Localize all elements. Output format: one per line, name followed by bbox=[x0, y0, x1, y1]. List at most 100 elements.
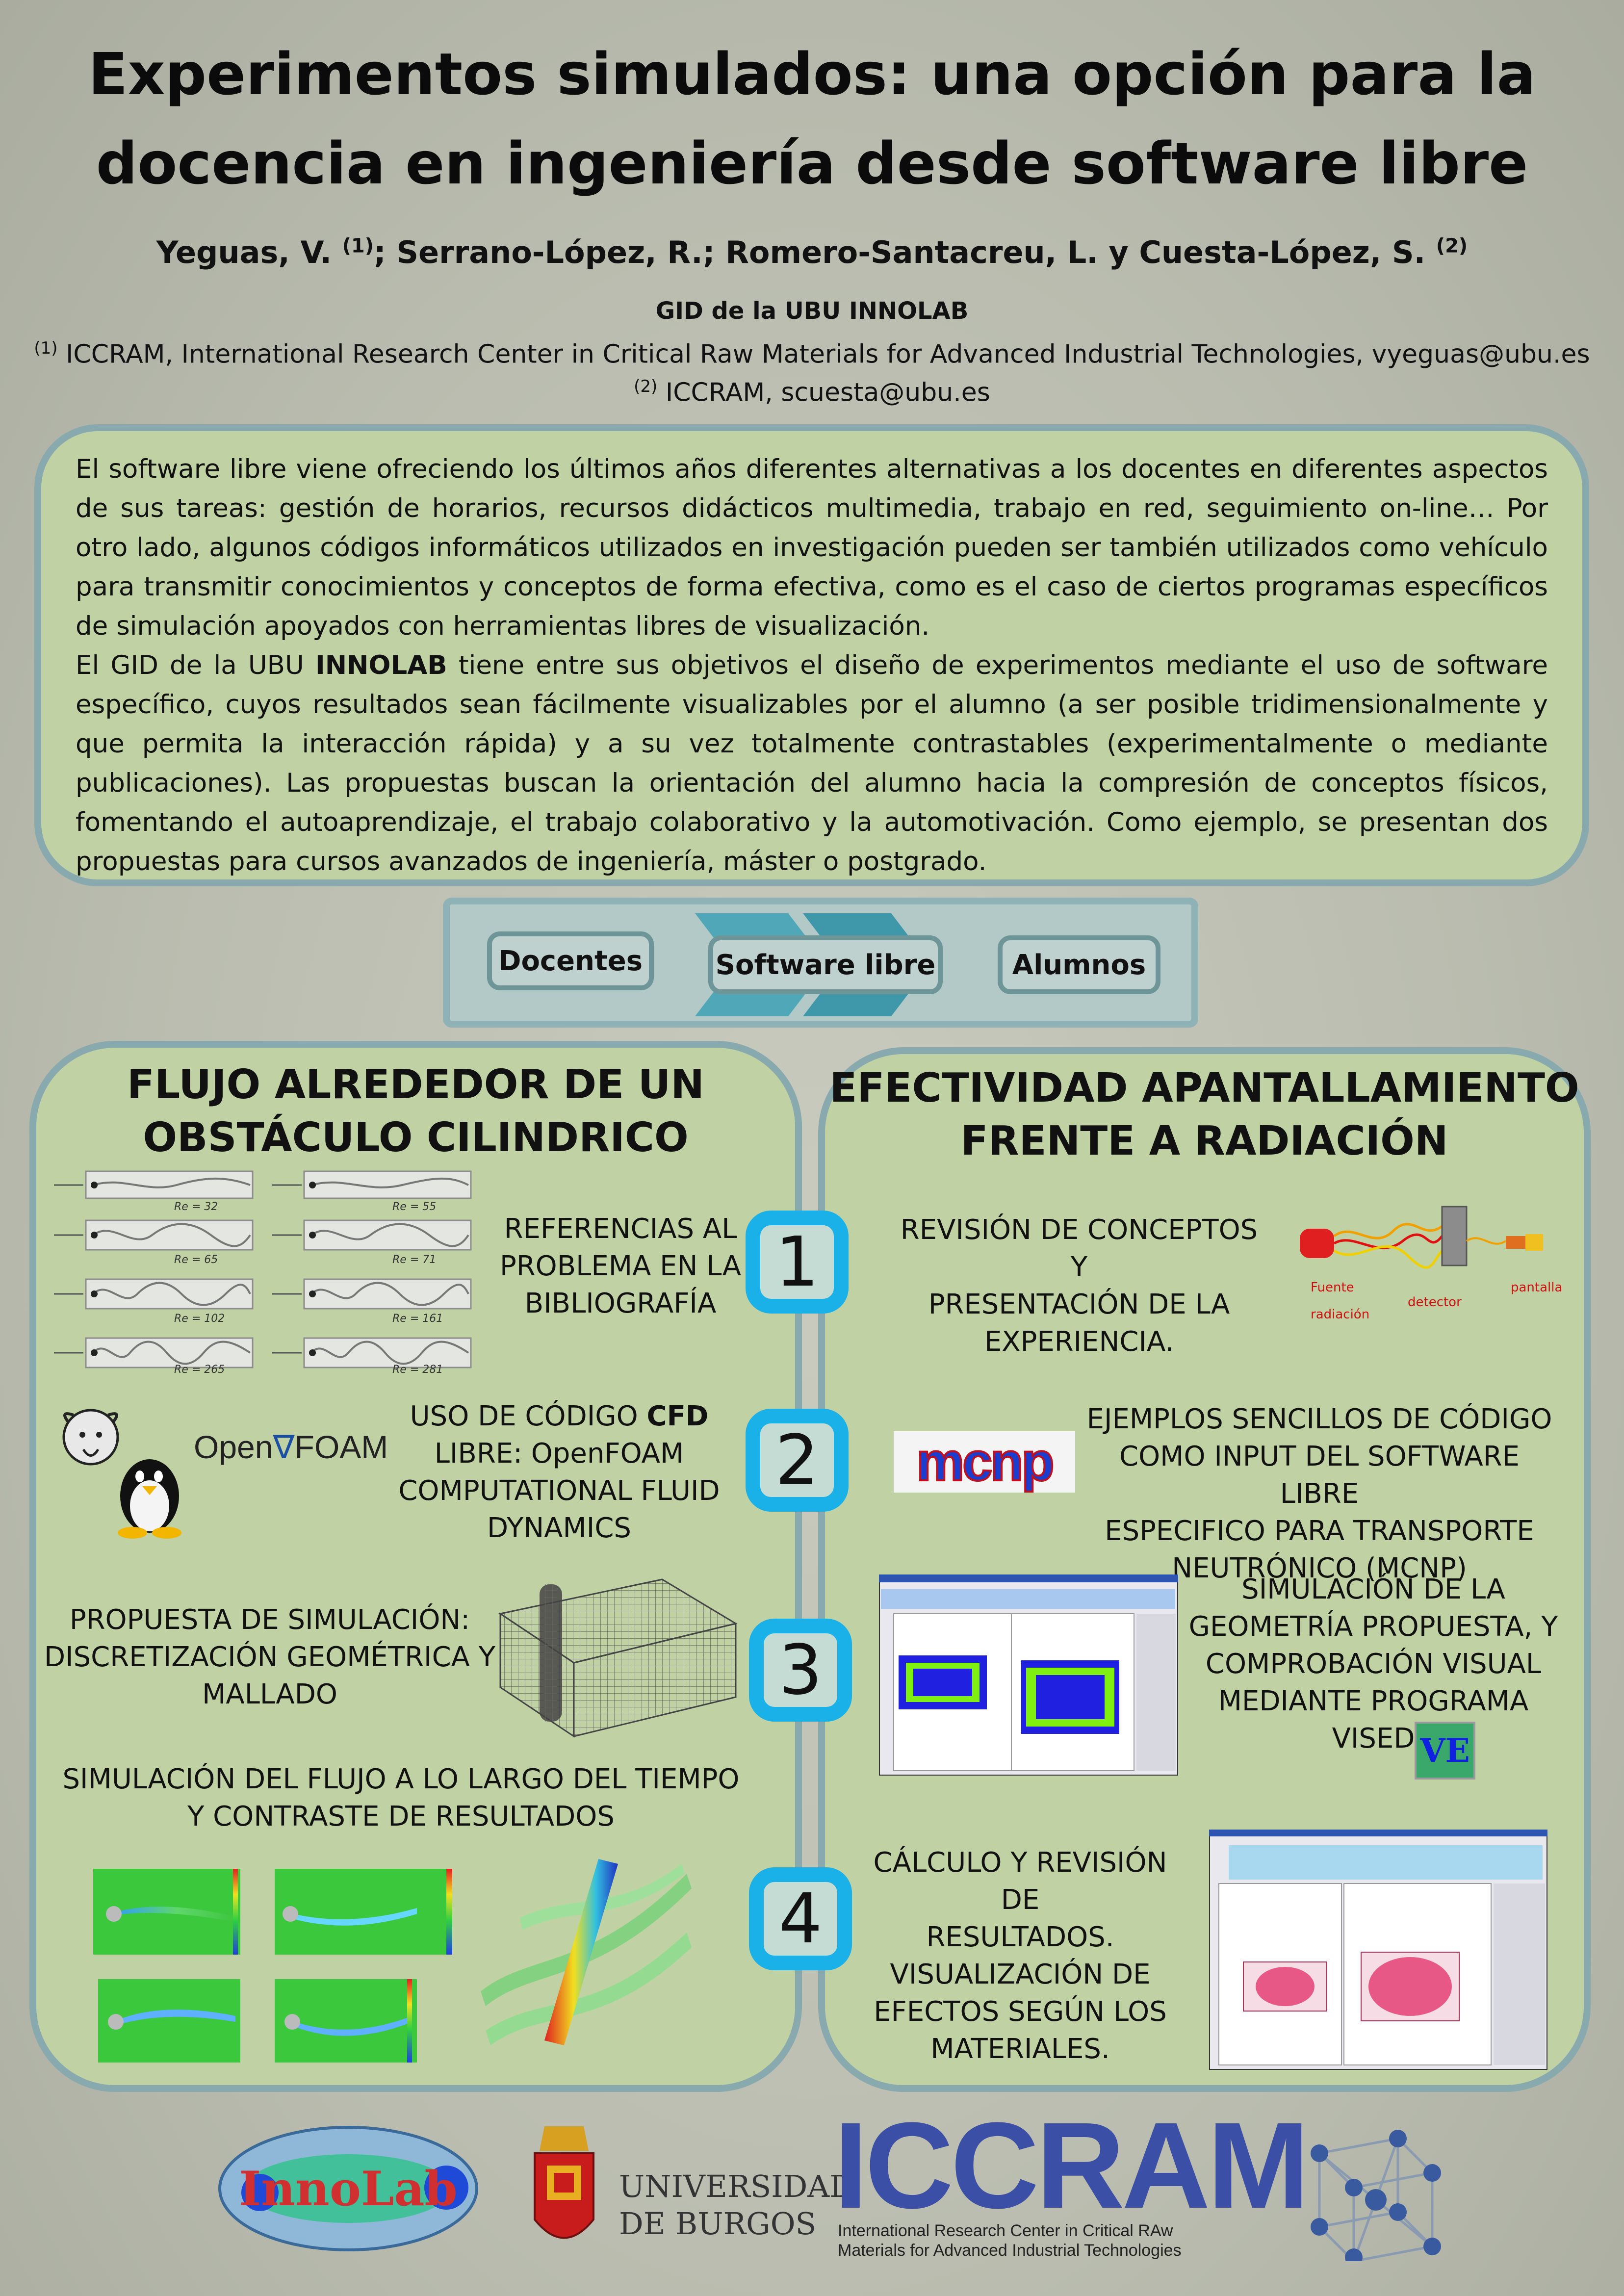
left-s3-line-1: PROPUESTA DE SIMULACIÓN: bbox=[69, 1604, 470, 1636]
right-s1-line-3: EXPERIENCIA. bbox=[984, 1326, 1174, 1358]
affiliation-2-text: ICCRAM, scuesta@ubu.es bbox=[665, 378, 990, 408]
right-panel-title: EFECTIVIDAD APANTALLAMIENTO FRENTE A RAD… bbox=[818, 1062, 1591, 1168]
abstract-p2-post: tiene entre sus objetivos el diseño de e… bbox=[76, 650, 1548, 877]
left-s2-line-2: LIBRE: OpenFOAM bbox=[434, 1438, 684, 1470]
left-s3-line-3: MALLADO bbox=[202, 1678, 337, 1710]
right-step-3-text: SIMULACIÓN DE LA GEOMETRÍA PROPUESTA, Y … bbox=[1182, 1571, 1565, 1757]
iccram-sub-2: Materials for Advanced Industrial Techno… bbox=[838, 2241, 1182, 2260]
right-s2-line-3: ESPECIFICO PARA TRANSPORTE bbox=[1105, 1515, 1534, 1547]
right-s4-line-3: VISUALIZACIÓN DE bbox=[890, 1959, 1151, 1990]
ubu-line-1: UNIVERSIDAD bbox=[619, 2168, 854, 2204]
right-step-1-text: REVISIÓN DE CONCEPTOS Y PRESENTACIÓN DE … bbox=[888, 1212, 1270, 1361]
author-1: Yeguas, V. bbox=[156, 234, 332, 270]
left-step-1-text: REFERENCIAS AL PROBLEMA EN LA BIBLIOGRAF… bbox=[490, 1211, 750, 1322]
results-screenshot bbox=[1209, 1830, 1547, 2070]
innolab-logo-text: InnoLab bbox=[239, 2161, 458, 2217]
right-title-line-2: FRENTE A RADIACIÓN bbox=[960, 1118, 1448, 1164]
label-pantalla: pantalla bbox=[1511, 1280, 1563, 1295]
flow-box-alumnos: Alumnos bbox=[998, 935, 1160, 994]
right-step-4-text: CÁLCULO Y REVISIÓN DE RESULTADOS. VISUAL… bbox=[873, 1844, 1167, 2068]
research-group: GID de la UBU INNOLAB bbox=[655, 297, 969, 325]
flow-diagram: Docentes Software libre Alumnos bbox=[443, 898, 1198, 1028]
re-label-6: Re = 161 bbox=[392, 1313, 443, 1325]
openfoam-text-1: Open bbox=[194, 1429, 273, 1465]
right-s3-line-4: MEDIANTE PROGRAMA bbox=[1218, 1685, 1529, 1717]
iccram-logo-text: ICCRAM bbox=[834, 2097, 1310, 2234]
right-s3-line-2: GEOMETRÍA PROPUESTA, Y bbox=[1188, 1611, 1558, 1643]
flow-box-docentes: Docentes bbox=[487, 931, 654, 990]
left-s2-l1-pre: USO DE CÓDIGO bbox=[410, 1400, 647, 1432]
left-step-4-text: SIMULACIÓN DEL FLUJO A LO LARGO DEL TIEM… bbox=[44, 1761, 758, 1835]
right-s2-line-1: EJEMPLOS SENCILLOS DE CÓDIGO bbox=[1086, 1403, 1552, 1435]
right-s2-line-4: NEUTRÓNICO (MCNP) bbox=[1172, 1552, 1467, 1584]
label-detector: detector bbox=[1408, 1295, 1462, 1310]
right-s4-line-5: MATERIALES. bbox=[930, 2033, 1110, 2065]
nabla-icon: ∇ bbox=[273, 1429, 295, 1465]
abstract-paragraph-1: El software libre viene ofreciendo los ú… bbox=[76, 454, 1548, 641]
label-radiacion: radiación bbox=[1311, 1307, 1370, 1322]
label-fuente: Fuente bbox=[1311, 1280, 1354, 1295]
right-s2-line-2: COMO INPUT DEL SOFTWARE LIBRE bbox=[1119, 1441, 1520, 1510]
gnu-tux-icon bbox=[62, 1409, 181, 1539]
step-badge-3: 3 bbox=[749, 1619, 852, 1722]
vised-logo-icon: VE bbox=[1415, 1722, 1475, 1780]
author-1-sup: (1) bbox=[342, 234, 374, 258]
left-s4-line-2: Y CONTRASTE DE RESULTADOS bbox=[187, 1801, 615, 1832]
authors: Yeguas, V. (1); Serrano-López, R.; Romer… bbox=[0, 234, 1624, 270]
crystal-lattice-icon bbox=[1311, 2130, 1441, 2261]
poster-title: Experimentos simulados: una opción para … bbox=[0, 29, 1624, 208]
radiation-setup-diagram bbox=[1300, 1206, 1543, 1269]
left-s2-line-3: COMPUTATIONAL FLUID bbox=[398, 1475, 720, 1507]
affiliation-2: (2) ICCRAM, scuesta@ubu.es bbox=[0, 377, 1624, 407]
step-badge-1: 1 bbox=[746, 1211, 849, 1314]
right-s3-line-3: COMPROBACIÓN VISUAL bbox=[1205, 1648, 1542, 1680]
vortex-street-figures bbox=[54, 1170, 472, 1368]
mesh-figure bbox=[498, 1578, 738, 1738]
re-labels: Re = 32 Re = 55 Re = 65 Re = 71 Re = 102… bbox=[49, 1166, 481, 1377]
abstract-paragraph-2: El GID de la UBU INNOLAB tiene entre sus… bbox=[76, 646, 1548, 881]
authors-rest: ; Serrano-López, R.; Romero-Santacreu, L… bbox=[374, 234, 1426, 270]
left-s1-line-2: PROBLEMA EN LA bbox=[499, 1250, 742, 1282]
re-label-3: Re = 65 bbox=[174, 1254, 218, 1266]
authors-rest-sup: (2) bbox=[1436, 234, 1468, 258]
right-s1-line-1: REVISIÓN DE CONCEPTOS Y bbox=[900, 1214, 1258, 1283]
ubu-logo-text: UNIVERSIDAD DE BURGOS bbox=[619, 2168, 854, 2243]
left-title-line-1: FLUJO ALREDEDOR DE UN bbox=[127, 1061, 704, 1108]
openfoam-text-2: FOAM bbox=[294, 1429, 388, 1465]
left-panel-title: FLUJO ALREDEDOR DE UN OBSTÁCULO CILINDRI… bbox=[29, 1058, 802, 1164]
affiliation-1: (1) ICCRAM, International Research Cente… bbox=[0, 338, 1624, 369]
left-title-line-2: OBSTÁCULO CILINDRICO bbox=[143, 1114, 689, 1161]
right-s3-line-1: SIMULACIÓN DE LA bbox=[1241, 1574, 1505, 1605]
step-badge-2: 2 bbox=[746, 1409, 849, 1512]
left-s3-line-2: DISCRETIZACIÓN GEOMÉTRICA Y bbox=[44, 1641, 495, 1673]
left-s4-line-1: SIMULACIÓN DEL FLUJO A LO LARGO DEL TIEM… bbox=[62, 1763, 740, 1795]
iccram-sub-1: International Research Center in Critica… bbox=[838, 2221, 1173, 2240]
affiliation-2-sup: (2) bbox=[634, 377, 658, 396]
re-label-8: Re = 281 bbox=[392, 1364, 443, 1376]
flow-simulation-snapshots bbox=[93, 1869, 452, 2063]
left-step-2-text: USO DE CÓDIGO CFD LIBRE: OpenFOAM COMPUT… bbox=[378, 1398, 741, 1547]
left-step-3-text: PROPUESTA DE SIMULACIÓN: DISCRETIZACIÓN … bbox=[44, 1601, 495, 1713]
affiliation-1-sup: (1) bbox=[34, 338, 58, 358]
right-s4-line-4: EFECTOS SEGÚN LOS bbox=[874, 1996, 1167, 2028]
re-label-4: Re = 71 bbox=[392, 1254, 437, 1266]
affiliation-1-text: ICCRAM, International Research Center in… bbox=[66, 339, 1590, 369]
right-s3-line-5: VISED bbox=[1332, 1723, 1415, 1754]
re-label-5: Re = 102 bbox=[174, 1313, 225, 1325]
abstract-p2-bold: INNOLAB bbox=[315, 650, 447, 680]
ubu-line-2: DE BURGOS bbox=[619, 2206, 817, 2242]
flow-box-software-libre: Software libre bbox=[708, 935, 943, 994]
re-label-7: Re = 265 bbox=[174, 1364, 225, 1376]
innolab-logo bbox=[218, 2126, 478, 2251]
right-s1-line-2: PRESENTACIÓN DE LA bbox=[928, 1289, 1230, 1320]
title-line-2: docencia en ingeniería desde software li… bbox=[96, 129, 1528, 197]
openfoam-logo: Open∇FOAM bbox=[194, 1428, 388, 1466]
right-s4-line-2: RESULTADOS. bbox=[926, 1921, 1114, 1953]
abstract-p2-pre: El GID de la UBU bbox=[76, 650, 315, 680]
title-line-1: Experimentos simulados: una opción para … bbox=[88, 40, 1536, 108]
right-step-2-text: EJEMPLOS SENCILLOS DE CÓDIGO COMO INPUT … bbox=[1079, 1401, 1560, 1587]
radiation-diagram-labels: Fuente radiación detector pantalla bbox=[1295, 1202, 1563, 1324]
right-title-line-1: EFECTIVIDAD APANTALLAMIENTO bbox=[829, 1065, 1579, 1111]
abstract-box: El software libre viene ofreciendo los ú… bbox=[34, 424, 1589, 886]
left-s1-line-1: REFERENCIAS AL bbox=[504, 1213, 737, 1245]
